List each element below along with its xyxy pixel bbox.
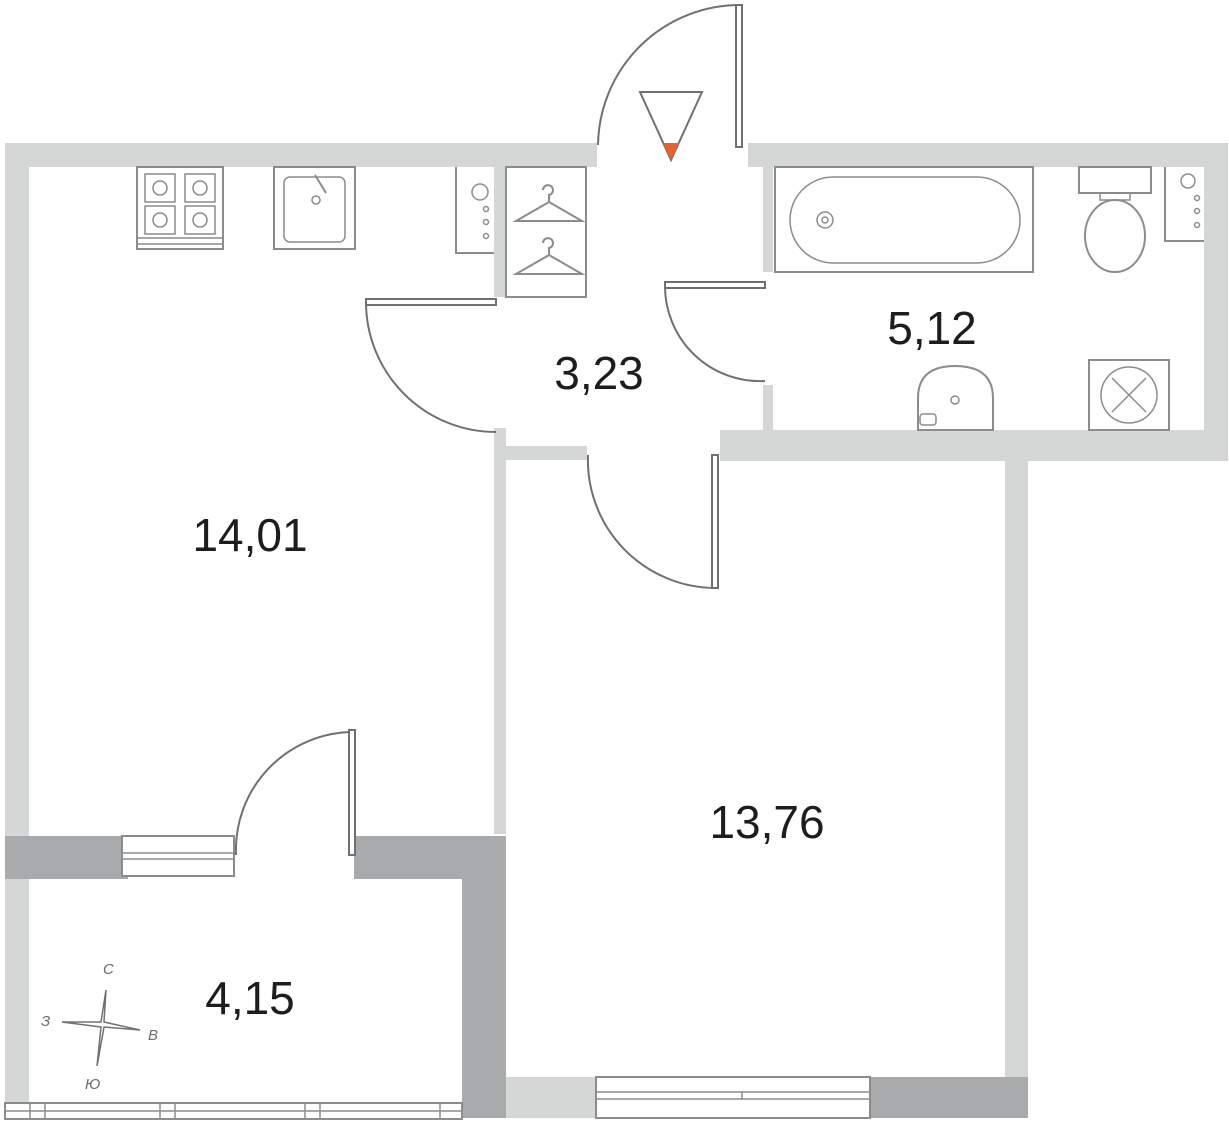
door-loggia-arc	[234, 730, 355, 856]
wall-bath-bottom	[720, 430, 1228, 461]
wall-bedroom-right	[1005, 461, 1028, 1077]
toilet-icon	[1078, 166, 1152, 273]
entrance-arrow-icon	[638, 91, 704, 163]
door-bedroom-arc	[586, 454, 717, 589]
window-kitchen	[121, 835, 235, 877]
window-bedroom	[595, 1076, 871, 1119]
wall-loggia-side	[462, 836, 506, 1118]
door-bath-arc	[663, 285, 766, 383]
wall-top-right	[748, 143, 1228, 167]
wall-left	[5, 143, 29, 836]
compass-east: В	[148, 1027, 158, 1044]
area-kitchen-living: 14,01	[192, 509, 307, 561]
door-loggia-leaf	[348, 729, 356, 856]
hanger-icon	[512, 184, 586, 222]
wall-kitchen-bedroom	[494, 428, 506, 834]
door-bath-leaf	[664, 281, 766, 289]
wardrobe	[505, 166, 587, 298]
wall-bath-left-upper	[763, 167, 773, 272]
area-bedroom: 13,76	[709, 796, 824, 848]
wall-bath-left-lower	[763, 385, 773, 435]
wall-closet-left	[494, 167, 506, 297]
bathtub-icon	[774, 166, 1034, 273]
compass-south: Ю	[85, 1076, 100, 1093]
compass-icon: С Ю З В	[41, 961, 158, 1093]
door-entrance-arc	[597, 4, 741, 146]
door-kitchen-arc	[365, 301, 497, 433]
stove-icon	[136, 166, 224, 250]
area-hallway: 3,23	[554, 347, 644, 399]
boiler-icon	[455, 167, 494, 254]
door-bedroom-leaf	[711, 454, 719, 589]
door-entrance-leaf	[735, 4, 743, 148]
wall-loggia-outer	[5, 879, 29, 1104]
walls	[5, 143, 1228, 1118]
area-bathroom: 5,12	[887, 302, 977, 354]
wall-right-bath	[1204, 143, 1228, 461]
washbasin-icon	[917, 364, 994, 431]
washing-machine-icon	[1088, 359, 1170, 431]
sink-icon	[273, 166, 356, 250]
doors	[234, 4, 766, 856]
compass-north: С	[103, 961, 114, 978]
compass-west: З	[41, 1013, 50, 1030]
wall-loggia-left	[5, 836, 128, 879]
wall-top-left	[5, 143, 597, 167]
wall-hall-bottom-left	[494, 446, 587, 460]
windows	[4, 835, 871, 1120]
wall-bedroom-bottom-right	[870, 1077, 1028, 1118]
wall-bedroom-bottom-left	[506, 1077, 596, 1118]
door-kitchen-leaf	[365, 298, 497, 306]
area-balcony: 4,15	[205, 972, 295, 1024]
boiler-icon	[1164, 167, 1204, 242]
hanger-icon	[512, 237, 586, 275]
